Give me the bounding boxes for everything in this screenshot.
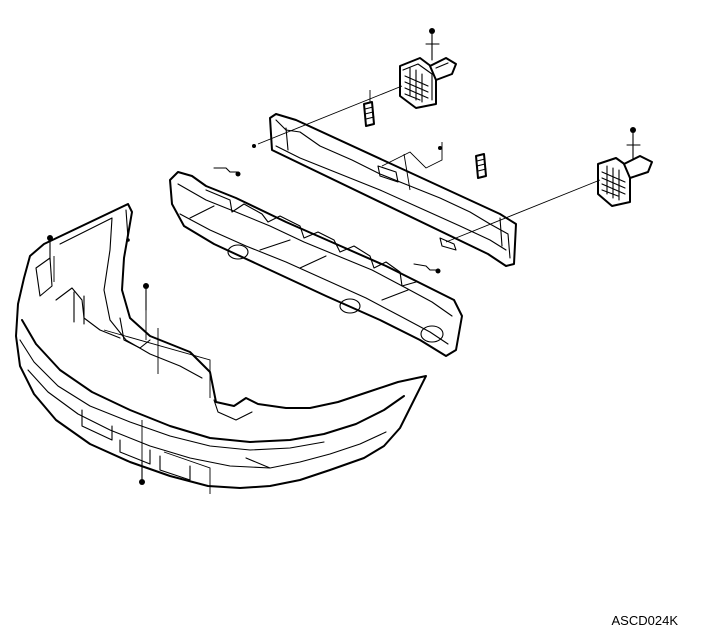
figure-code: ASCD024K [612,613,679,628]
clip-fascia-left [47,235,53,261]
assembly-guide-lines [53,85,601,494]
bumper-bracket-upper [399,57,457,109]
bumper-reinforcement [269,113,517,267]
bolt-lower-bracket [626,127,641,161]
pin-fascia-top [125,209,130,242]
bolt-upper-bracket [425,28,440,61]
rivet-small-beam [252,144,442,150]
bumper-bracket-lower [597,155,653,207]
screw-lower [413,263,441,274]
clip-fascia-bottom [139,461,145,485]
spacer-clip-right [475,153,487,179]
bumper-energy-absorber [169,171,463,357]
bumper-fascia [15,203,427,489]
spacer-clip-left [363,101,375,127]
screw-upper [213,167,241,177]
